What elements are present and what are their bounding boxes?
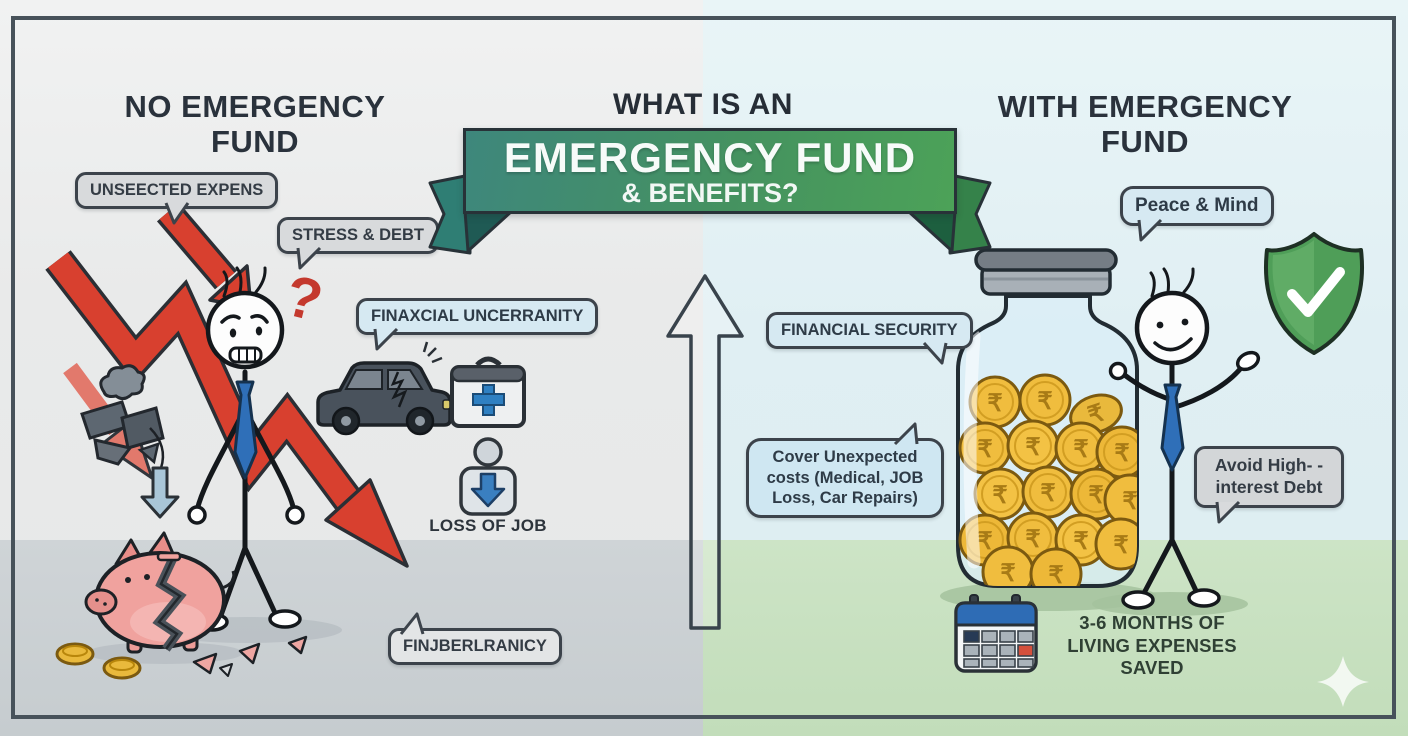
small-blue-down-arrow-icon — [140, 466, 180, 519]
broken-car-icon — [316, 341, 452, 436]
svg-text:₹: ₹ — [1114, 440, 1129, 467]
bubble-garbled: FINJBERLRANICY — [388, 612, 562, 665]
bubble-financial-security: FINANCIAL SECURITY — [766, 312, 973, 365]
calendar-icon — [954, 594, 1038, 673]
svg-text:₹: ₹ — [1025, 526, 1040, 553]
piggy-shards-icon — [192, 635, 308, 677]
bubble-peace-mind: Peace & Mind — [1120, 186, 1274, 242]
svg-text:₹: ₹ — [1122, 488, 1137, 515]
banner-title: EMERGENCY FUND — [503, 134, 917, 181]
svg-text:₹: ₹ — [977, 436, 992, 463]
bubble-tail — [373, 327, 399, 351]
bubble-unexpected-expenses: UNSEECTED EXPENS — [75, 172, 279, 225]
svg-text:₹: ₹ — [1037, 388, 1052, 415]
red-crash-arrow-icon — [45, 250, 409, 568]
bubble-peace-mind-text: Peace & Mind — [1135, 195, 1259, 216]
bubble-tail — [399, 612, 425, 635]
rupee-coins: ₹ ₹ ₹ ₹ ₹ ₹ ₹ ₹ ₹ ₹ ₹ ₹ ₹ ₹ ₹ ₹ ₹ — [958, 373, 1137, 589]
broken-money-debris-icon — [80, 364, 165, 466]
bubble-tail — [893, 422, 919, 446]
bubble-tail — [296, 246, 322, 270]
bubble-avoid-debt-text: Avoid High- -interest Debt — [1214, 455, 1324, 497]
savings-jar-icon: ₹ ₹ ₹ ₹ ₹ ₹ ₹ ₹ ₹ ₹ ₹ ₹ ₹ ₹ ₹ ₹ ₹ — [956, 248, 1139, 589]
growth-up-arrow-icon — [666, 274, 744, 630]
bubble-tail — [1215, 500, 1241, 524]
worried-stick-figure — [187, 266, 305, 632]
bubble-tail — [164, 202, 190, 225]
banner-subtitle: & BENEFITS? — [621, 178, 799, 208]
right-panel-title: WITH EMERGENCY FUND — [997, 89, 1293, 159]
first-aid-kit-icon — [450, 356, 526, 428]
bubble-financial-uncertainty-text: FINAXCIAL UNCERRANITY — [371, 307, 584, 325]
svg-text:₹: ₹ — [1073, 436, 1088, 463]
bubble-financial-security-text: FINANCIAL SECURITY — [781, 321, 958, 339]
string-line — [149, 427, 165, 469]
svg-text:₹: ₹ — [992, 482, 1007, 509]
bubble-financial-uncertainty: FINAXCIAL UNCERRANITY — [356, 298, 599, 351]
svg-text:₹: ₹ — [1025, 434, 1040, 461]
shield-check-icon — [1264, 232, 1364, 355]
happy-stick-figure — [1108, 267, 1261, 610]
sparkle-icon — [1317, 656, 1369, 707]
bubble-stress-debt-text: STRESS & DEBT — [292, 226, 425, 244]
loss-of-job-label: LOSS OF JOB — [429, 516, 547, 535]
svg-text:₹: ₹ — [1088, 482, 1103, 509]
loss-of-job-icon — [459, 437, 517, 516]
spilled-coins-icon — [55, 642, 142, 680]
svg-text:₹: ₹ — [1048, 562, 1063, 589]
svg-text:₹: ₹ — [1000, 560, 1015, 587]
bubble-cover-costs-text: Cover Unexpected costs (Medical, JOB Los… — [766, 448, 924, 508]
banner-kicker: WHAT IS AN — [613, 88, 793, 121]
bubble-unexpected-expenses-text: UNSEECTED EXPENS — [90, 181, 264, 199]
bubble-garbled-text: FINJBERLRANICY — [403, 637, 547, 655]
svg-text:₹: ₹ — [977, 528, 992, 555]
bubble-tail — [922, 341, 948, 365]
svg-text:₹: ₹ — [1073, 528, 1088, 555]
left-panel-title: NO EMERGENCY FUND — [124, 89, 386, 159]
bubble-stress-debt: STRESS & DEBT — [277, 217, 440, 270]
svg-text:₹: ₹ — [987, 390, 1002, 417]
bubble-tail — [1137, 218, 1163, 242]
svg-text:₹: ₹ — [1113, 532, 1128, 559]
bubble-cover-costs: Cover Unexpected costs (Medical, JOB Los… — [746, 422, 944, 518]
title-banner: EMERGENCY FUND & BENEFITS? — [463, 128, 957, 214]
bubble-avoid-debt: Avoid High- -interest Debt — [1194, 446, 1344, 524]
svg-text:₹: ₹ — [1040, 480, 1055, 507]
savings-label: 3-6 MONTHS OF LIVING EXPENSES SAVED — [1067, 612, 1237, 679]
broken-piggy-bank-icon — [84, 531, 236, 654]
